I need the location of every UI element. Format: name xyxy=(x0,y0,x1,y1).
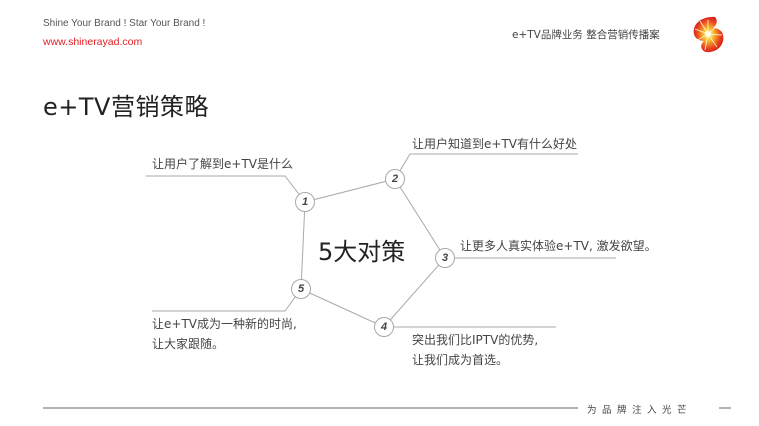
strategy-5-line-2: 让大家跟随。 xyxy=(152,337,225,351)
strategy-1-label: 让用户了解到e+TV是什么 xyxy=(152,157,293,171)
strategy-3-label: 让更多人真实体验e+TV, 激发欲望。 xyxy=(460,239,657,253)
strategy-2-label: 让用户知道到e+TV有什么好处 xyxy=(412,137,577,151)
node-2: 2 xyxy=(385,169,405,189)
strategy-5-label: 让e+TV成为一种新的时尚, 让大家跟随。 xyxy=(152,314,297,354)
strategy-4-label: 突出我们比IPTV的优势, 让我们成为首选。 xyxy=(412,330,538,370)
strategy-4-line-1: 突出我们比IPTV的优势, xyxy=(412,333,539,347)
website-link[interactable]: www.shinerayad.com xyxy=(43,36,143,48)
strategy-5-line-1: 让e+TV成为一种新的时尚, xyxy=(152,317,297,331)
strategy-4-line-2: 让我们成为首选。 xyxy=(412,353,509,367)
page-title: e+TV营销策略 xyxy=(43,93,209,121)
center-label: 5大对策 xyxy=(318,238,406,266)
footer-slogan: 为品牌注入光芒 xyxy=(587,405,693,416)
node-1: 1 xyxy=(295,192,315,212)
node-3: 3 xyxy=(435,248,455,268)
node-4: 4 xyxy=(374,317,394,337)
shineray-logo-icon xyxy=(688,14,728,54)
node-5: 5 xyxy=(291,279,311,299)
document-title: e+TV品牌业务 整合营销传播案 xyxy=(512,29,660,41)
brand-tagline: Shine Your Brand ! Star Your Brand ! xyxy=(43,18,206,29)
